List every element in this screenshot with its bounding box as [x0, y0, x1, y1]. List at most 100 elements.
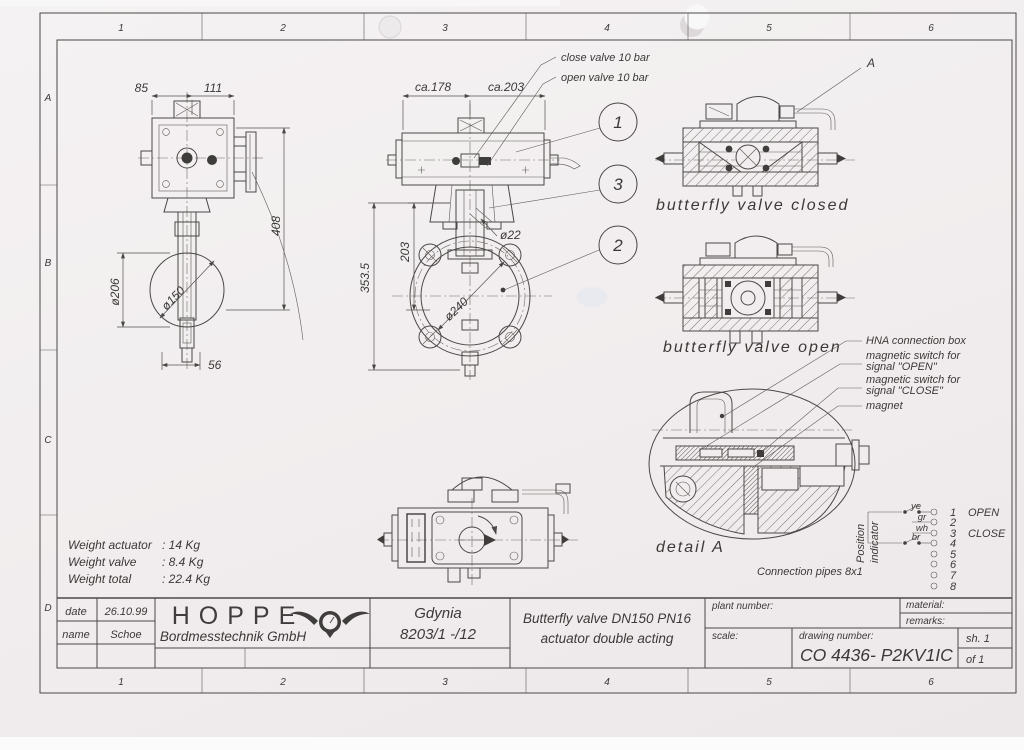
note-close-valve: close valve 10 bar — [561, 52, 651, 64]
zone-label: 4 — [604, 23, 610, 34]
plant-number-label: plant number: — [711, 601, 773, 612]
label-switch-close-2: signal "CLOSE" — [866, 385, 944, 397]
terminal-numbers: 1 2 3 4 5 6 7 8 — [949, 507, 957, 593]
terminal: 8 — [950, 581, 957, 593]
wire-wh: wh — [916, 523, 928, 534]
zone-label: 1 — [118, 23, 124, 34]
dim-56: 56 — [208, 358, 222, 372]
position-indicator-title-2: indicator — [869, 520, 881, 563]
dimensions-side-view: 85 111 408 ø206 ø150 56 — [108, 81, 290, 372]
flange-lugs — [418, 243, 522, 349]
label-switch-close-1: magnetic switch for — [866, 374, 961, 386]
terminal: 2 — [949, 517, 956, 529]
drawing-number-label: drawing number: — [799, 631, 874, 642]
item-balloons: 1 3 2 — [488, 102, 638, 293]
dim-ca203: ca.203 — [488, 80, 524, 94]
wire-br: br — [912, 532, 921, 543]
terminal: 6 — [950, 559, 957, 571]
company-subtitle: Bordmesstechnik GmbH — [160, 629, 307, 644]
balloon-1: 1 — [613, 113, 622, 132]
weight-total-label: Weight total — [68, 572, 131, 586]
zone-label: 1 — [118, 677, 124, 688]
name-label: name — [62, 629, 90, 641]
zone-label: B — [45, 258, 52, 269]
view-detail-a: HNA connection box magnetic switch for s… — [648, 335, 966, 578]
dim-dia150: ø150 — [159, 283, 188, 313]
dim-dia206: ø206 — [108, 278, 122, 306]
weight-valve-value: : 8.4 Kg — [162, 555, 204, 569]
drawing-title-line2: actuator double acting — [541, 631, 674, 646]
terminal: 7 — [950, 570, 957, 582]
terminal: 3 — [950, 528, 957, 540]
sheet-number: sh. 1 — [966, 633, 990, 645]
zone-label: 2 — [279, 23, 286, 34]
caption-valve-closed: butterfly valve closed — [656, 197, 849, 214]
drawing-number-value: CO 4436- P2KV1IC — [800, 645, 953, 665]
pressure-notes: close valve 10 bar open valve 10 bar — [473, 52, 651, 167]
scale-label: scale: — [712, 631, 738, 642]
dim-353-5: 353.5 — [358, 263, 372, 293]
dim-dia22: ø22 — [500, 228, 521, 242]
punch-hole — [684, 4, 710, 30]
zone-label: A — [44, 93, 52, 104]
state-close: CLOSE — [968, 528, 1006, 540]
label-switch-open-2: signal "OPEN" — [866, 361, 938, 373]
weight-actuator-value: : 14 Kg — [162, 538, 200, 552]
state-open: OPEN — [968, 507, 999, 519]
drawing-frame: 1 2 3 4 5 6 1 2 3 4 5 6 A B C D — [39, 12, 1017, 694]
balloon-2: 2 — [612, 236, 623, 255]
dim-408: 408 — [269, 216, 283, 236]
dim-203: 203 — [398, 242, 412, 263]
weights-note: Weight actuator : 14 Kg Weight valve : 8… — [68, 538, 210, 586]
zone-label: 4 — [604, 677, 610, 688]
balloon-3: 3 — [613, 175, 623, 194]
view-actuator-bottom — [377, 476, 578, 588]
zone-label: 3 — [442, 23, 448, 34]
zone-label: D — [44, 603, 51, 614]
wire-gr: gr — [918, 512, 927, 523]
weight-valve-label: Weight valve — [68, 555, 137, 569]
view-section-open: butterfly valve open — [655, 235, 855, 356]
punch-hole — [378, 15, 402, 39]
terminal: 4 — [950, 538, 956, 550]
date-label: date — [65, 606, 86, 618]
zone-label: C — [44, 435, 52, 446]
location: Gdynia — [414, 605, 462, 622]
drawing-title-line1: Butterfly valve DN150 PN16 — [523, 611, 692, 626]
company-logo-emblem — [290, 611, 370, 638]
label-magnet: magnet — [866, 400, 904, 412]
caption-detail-a: detail A — [656, 539, 725, 556]
position-indicator: Position indicator ye gr wh br 1 2 3 4 5… — [855, 501, 1006, 593]
zone-label: 5 — [766, 23, 772, 34]
name-value: Schoe — [110, 629, 141, 641]
zone-label: 2 — [279, 677, 286, 688]
view-section-closed: A butterfly valve closed — [655, 56, 875, 214]
zone-label: 6 — [928, 23, 934, 34]
dim-111: 111 — [204, 81, 222, 95]
detail-a-labels: HNA connection box magnetic switch for s… — [699, 335, 966, 469]
zone-label: 5 — [766, 677, 772, 688]
caption-valve-open: butterfly valve open — [663, 339, 842, 356]
label-hna-box: HNA connection box — [866, 335, 966, 347]
zone-label: 3 — [442, 677, 448, 688]
dim-ca178: ca.178 — [415, 80, 451, 94]
order-number: 8203/1 -/12 — [400, 626, 477, 643]
zone-label: 6 — [928, 677, 934, 688]
zone-numbers-bottom: 1 2 3 4 5 6 — [118, 677, 934, 688]
date-value: 26.10.99 — [104, 606, 148, 618]
position-indicator-title-1: Position — [855, 524, 867, 563]
weight-actuator-label: Weight actuator — [68, 538, 153, 552]
weight-total-value: : 22.4 Kg — [162, 572, 210, 586]
dim-85: 85 — [135, 81, 149, 95]
company-logo-text: HOPPE — [172, 602, 305, 630]
view-actuator-front: ca.178 ca.203 203 353.5 ø22 ø240 close v… — [358, 52, 651, 380]
zone-letters-left: A B C D — [44, 93, 53, 614]
note-open-valve: open valve 10 bar — [561, 72, 650, 84]
material-label: material: — [906, 600, 945, 611]
sheet-of: of 1 — [966, 654, 984, 666]
terminal: 5 — [950, 549, 957, 561]
remarks-label: remarks: — [906, 616, 945, 627]
